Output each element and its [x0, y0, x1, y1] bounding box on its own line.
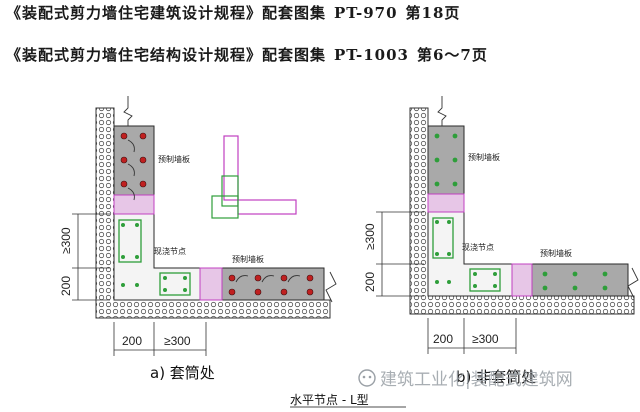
- diagram-a-rebar-stirrup-1: [118, 219, 142, 263]
- corner-sketch: [211, 135, 297, 219]
- diagram-a-dim-h-300: ≥300: [164, 334, 191, 348]
- diagram-b-label-cast-node: 现浇节点: [462, 242, 494, 252]
- header-2-code: PT-1003: [334, 46, 409, 64]
- diagram-a-break-right: [325, 271, 337, 303]
- diagram-b-rebar-dots: [434, 133, 608, 291]
- corner-sketch-rebar: [221, 175, 239, 207]
- diagram-a-label-cast-node: 现浇节点: [154, 246, 186, 256]
- diagram-a-wall-hatch: [95, 107, 331, 319]
- diagram-a-label-panel-top: 预制墙板: [158, 154, 190, 164]
- header-line-2: 《装配式剪力墙住宅结构设计规程》配套图集 PT-1003 第6～7页: [6, 44, 488, 65]
- diagram-b-joint-marker-v: [427, 193, 465, 213]
- diagram-a-cast-node: [113, 213, 201, 301]
- diagram-b-label-panel-top: 预制墙板: [468, 152, 500, 162]
- header-line-1: 《装配式剪力墙住宅建筑设计规程》配套图集 PT-970 第18页: [6, 2, 460, 23]
- diagram-a-joint-marker-h: [199, 267, 223, 301]
- diagram-b-dim-h-300: ≥300: [472, 332, 499, 346]
- watermark-chat-icon: [358, 369, 376, 387]
- corner-sketch-rebar-2: [211, 195, 239, 219]
- diagram-b-dim-v-300: ≥300: [363, 223, 377, 250]
- diagram-b-wall-hatch: [409, 107, 635, 315]
- diagram-a-dim-v-200: 200: [59, 276, 73, 296]
- diagram-b-rebar-stirrup-2: [469, 268, 501, 292]
- diagram-b-joint-marker-h: [511, 263, 533, 297]
- diagram-a-hook-bars: [127, 139, 301, 283]
- diagram-a-rebar-dots: [121, 223, 187, 292]
- header-1-page: 第18页: [405, 4, 461, 22]
- diagram-b-dim-h-200: 200: [433, 332, 453, 346]
- header-2-title: 《装配式剪力墙住宅结构设计规程》配套图集: [6, 46, 327, 64]
- diagram-a-rebar-stirrup-2: [159, 272, 191, 296]
- diagram-a-caption: a) 套筒处: [150, 364, 215, 382]
- diagram-a-dims-h: [113, 322, 207, 356]
- corner-sketch-horizontal-piece: [237, 199, 297, 215]
- diagram-a-break-top: [123, 96, 133, 126]
- diagram-b-dims-h: [427, 318, 517, 354]
- diagram-a-sleeve-bolts-upper: [120, 132, 147, 188]
- diagram-a-label-panel-right: 预制墙板: [232, 254, 264, 264]
- diagram-a-sleeve-bolts-right: [228, 274, 314, 296]
- header-1-title: 《装配式剪力墙住宅建筑设计规程》配套图集: [6, 4, 327, 22]
- header-2-page: 第6～7页: [416, 46, 488, 64]
- header-1-code: PT-970: [334, 4, 398, 22]
- diagram-b-rebar-stirrup-1: [432, 217, 454, 259]
- diagram-b-label-panel-right: 预制墙板: [540, 248, 572, 258]
- diagram-b-break-top: [437, 96, 447, 126]
- diagram-a-dim-v-300: ≥300: [59, 227, 73, 254]
- diagram-a: ≥300 200 200 ≥300 预制墙板 现浇节点 预制墙板 a) 套筒处: [59, 96, 337, 382]
- diagram-b-dims-v: [376, 211, 424, 297]
- diagram-b-caption: b) 非套筒处: [456, 368, 536, 386]
- corner-sketch-vertical-piece: [223, 135, 239, 201]
- diagram-b-break-right: [627, 267, 639, 299]
- diagram-a-dims-v: [72, 213, 110, 301]
- watermark-text: 建筑工业化|装配式建筑网: [380, 370, 573, 390]
- watermark: 建筑工业化|装配式建筑网: [358, 369, 573, 390]
- figure-subtitle: 水平节点 - L型: [290, 393, 369, 407]
- diagram-a-dim-h-200: 200: [122, 334, 142, 348]
- diagram-b-dim-v-200: 200: [363, 272, 377, 292]
- diagram-b: ≥300 200 200 ≥300 预制墙板 现浇节点 预制墙板 b) 非套筒处: [363, 96, 639, 386]
